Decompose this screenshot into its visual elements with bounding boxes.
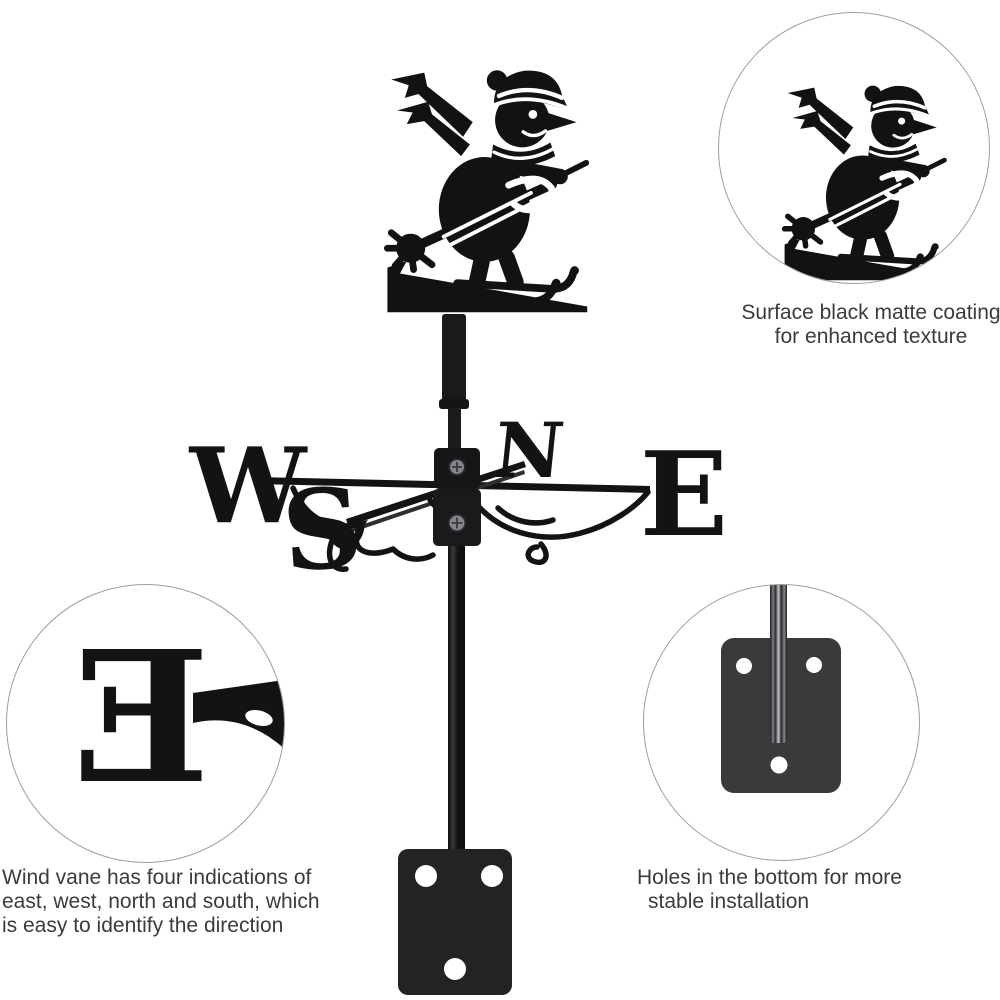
plate-hole — [770, 756, 788, 774]
caption-line: stable installation — [648, 890, 810, 913]
direction-letter-n: N — [489, 405, 568, 495]
vane-ornament — [387, 70, 587, 312]
mirrored-letter-e: E — [72, 611, 210, 824]
plate-hole — [481, 865, 503, 887]
mounting-detail-art — [721, 585, 841, 793]
caption-directions: Wind vane has four indications of east, … — [2, 866, 332, 938]
mounting-rod — [448, 546, 465, 851]
detail-rod — [770, 585, 787, 743]
center-hub — [433, 448, 481, 546]
caption-mounting: Holes in the bottom for more stable inst… — [637, 866, 937, 914]
caption-line: for enhanced texture — [774, 325, 968, 348]
caption-coating: Surface black matte coating for enhanced… — [726, 301, 1000, 349]
caption-line: is easy to identify the direction — [2, 914, 284, 937]
direction-detail-art: E — [72, 611, 284, 824]
caption-line: Wind vane has four indications of — [2, 866, 312, 889]
caption-line: Holes in the bottom for more — [637, 866, 902, 889]
caption-line: east, west, north and south, which — [2, 890, 320, 913]
plate-hole — [736, 658, 752, 674]
plate-hole — [444, 958, 466, 980]
arm-cutout — [245, 709, 273, 727]
detail-circle-coating — [718, 12, 990, 284]
base-plate — [398, 849, 512, 995]
plate-hole — [806, 657, 822, 673]
letter-arm — [193, 680, 284, 749]
direction-letter-s: S — [278, 462, 366, 596]
caption-line: Surface black matte coating — [741, 301, 1000, 324]
upper-tube — [439, 314, 469, 452]
detail-circle-mounting — [643, 584, 920, 861]
scrollwork — [290, 485, 651, 572]
plate-hole — [415, 865, 437, 887]
coating-detail-art — [719, 13, 990, 284]
direction-letter-w: W — [189, 424, 309, 547]
detail-circle-directions: E — [6, 584, 285, 863]
direction-letter-e: E — [640, 427, 728, 563]
